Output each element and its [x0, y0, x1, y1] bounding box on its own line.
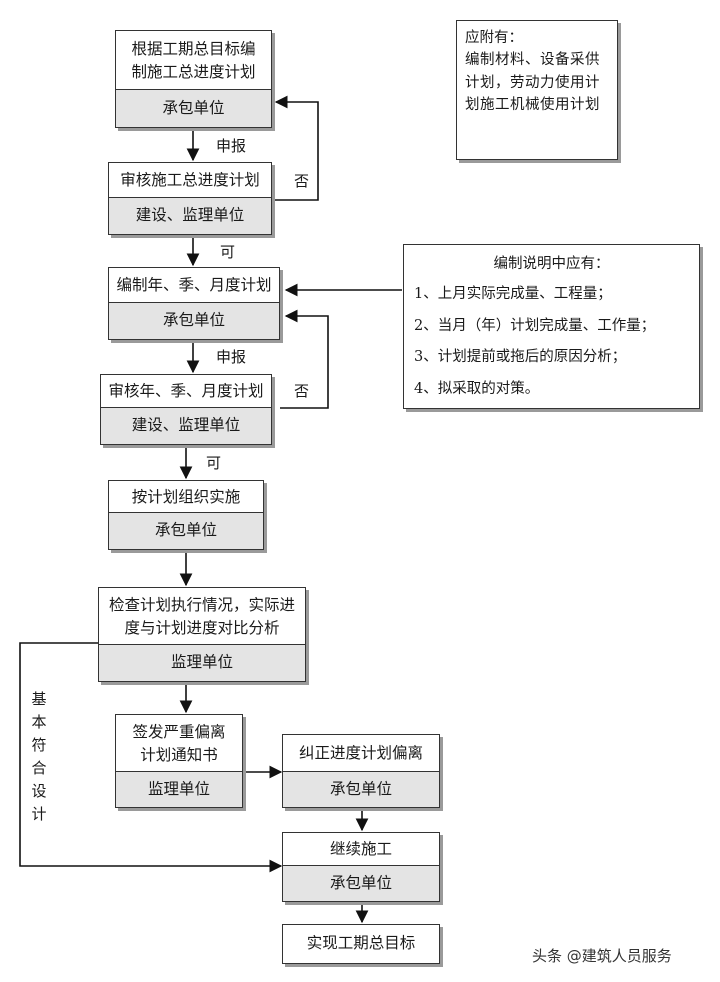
arrow-reject-2: [280, 309, 329, 409]
note-item: 1、上月实际完成量、工程量；: [414, 286, 612, 303]
note-item: 4、拟采取的对策。: [414, 380, 540, 397]
box-correct: 纠正进度计划偏离 承包单位: [282, 734, 440, 808]
note-attachments-body: 编制材料、设备采供计划，劳动力使用计划施工机械使用计划: [465, 52, 600, 114]
box-achieve: 实现工期总目标: [282, 924, 440, 964]
box-review-periodic: 审核年、季、月度计划 建设、监理单位: [100, 374, 272, 445]
box-implement-title: 按计划组织实施: [131, 487, 241, 506]
box-continue-owner: 承包单位: [283, 865, 439, 901]
box-correct-owner: 承包单位: [283, 771, 439, 807]
box-plan-total-owner: 承包单位: [116, 89, 271, 127]
box-correct-title: 纠正进度计划偏离: [298, 744, 423, 763]
box-plan-total: 根据工期总目标编 制施工总进度计划 承包单位: [115, 30, 272, 128]
label-no-2: 否: [294, 382, 310, 400]
box-plan-total-title: 根据工期总目标编 制施工总进度计划: [131, 39, 256, 81]
box-implement: 按计划组织实施 承包单位: [108, 480, 264, 550]
label-no-1: 否: [294, 172, 310, 190]
note-item: 2、当月（年）计划完成量、工作量；: [414, 317, 656, 334]
box-implement-owner: 承包单位: [109, 512, 263, 549]
arrow-bypass: [19, 642, 283, 873]
watermark: 头条 @建筑人员服务: [532, 947, 672, 965]
box-review-total-owner: 建设、监理单位: [109, 197, 271, 234]
note-instructions: 编制说明中应有： 1、上月实际完成量、工程量； 2、当月（年）计划完成量、工作量…: [403, 244, 700, 409]
box-check-owner: 监理单位: [99, 644, 305, 681]
box-check-title: 检查计划执行情况，实际进 度与计划进度对比分析: [108, 595, 295, 637]
label-report-2: 申报: [216, 348, 247, 366]
box-plan-periodic: 编制年、季、月度计划 承包单位: [108, 267, 280, 340]
box-review-total: 审核施工总进度计划 建设、监理单位: [108, 162, 272, 235]
box-issue-notice: 签发严重偏离 计划通知书 监理单位: [115, 714, 243, 808]
label-basic-conform: 基本符合设计: [31, 690, 47, 823]
label-ok-2: 可: [206, 454, 222, 472]
box-plan-periodic-owner: 承包单位: [109, 302, 279, 339]
box-achieve-title: 实现工期总目标: [306, 934, 416, 953]
label-ok-1: 可: [220, 243, 236, 261]
note-attachments-title: 应附有：: [465, 30, 523, 46]
note-instructions-title: 编制说明中应有：: [493, 256, 610, 272]
label-report-1: 申报: [216, 137, 247, 155]
box-continue-title: 继续施工: [329, 840, 392, 859]
arrow-reject-1: [272, 95, 319, 201]
box-issue-notice-title: 签发严重偏离 计划通知书: [132, 722, 226, 764]
note-item: 3、计划提前或拖后的原因分析；: [414, 349, 627, 366]
box-review-periodic-owner: 建设、监理单位: [101, 407, 271, 444]
box-check: 检查计划执行情况，实际进 度与计划进度对比分析 监理单位: [98, 587, 306, 682]
box-review-periodic-title: 审核年、季、月度计划: [108, 382, 264, 401]
box-issue-notice-owner: 监理单位: [116, 771, 242, 807]
box-plan-periodic-title: 编制年、季、月度计划: [116, 276, 272, 295]
box-continue: 继续施工 承包单位: [282, 832, 440, 902]
box-review-total-title: 审核施工总进度计划: [120, 171, 260, 190]
note-attachments: 应附有： 编制材料、设备采供计划，劳动力使用计划施工机械使用计划: [456, 20, 618, 160]
